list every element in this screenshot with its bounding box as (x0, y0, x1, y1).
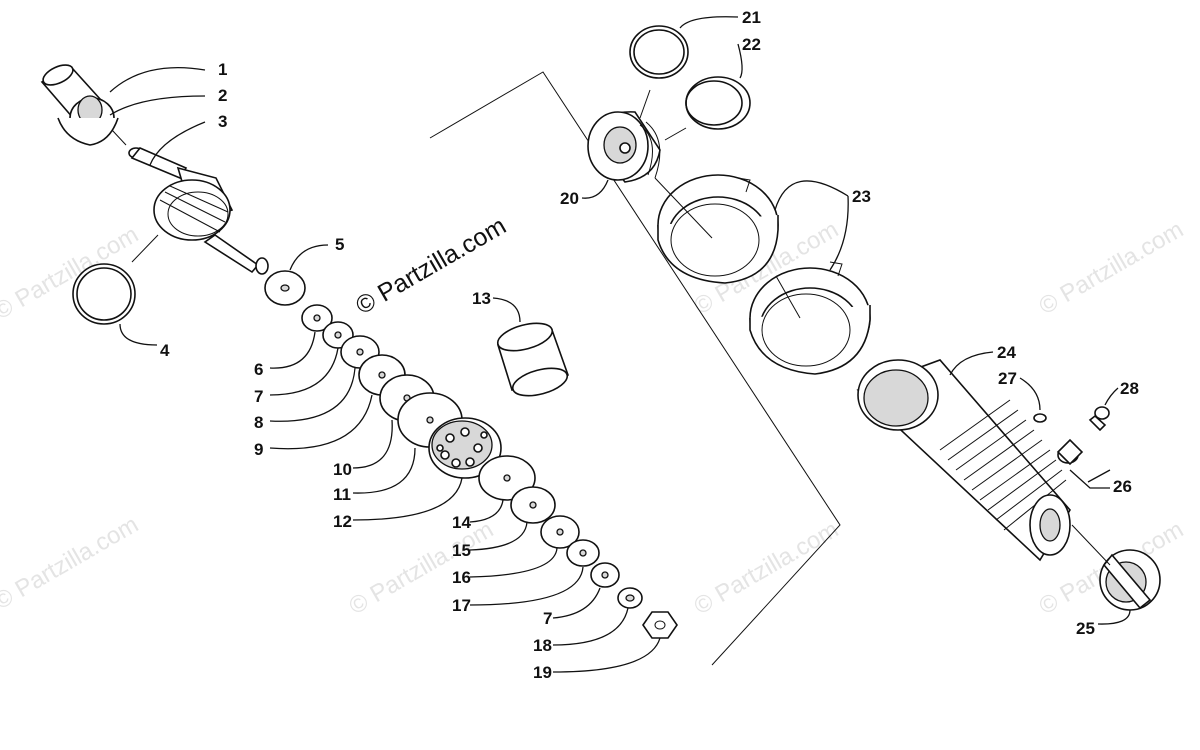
part-23-collar-upper (657, 174, 779, 284)
callout-27: 27 (998, 369, 1017, 388)
callout-5: 5 (335, 235, 344, 254)
part-28-cap (1088, 406, 1110, 432)
callout-9: 9 (254, 440, 263, 459)
watermark-faint: © Partzilla.com (0, 221, 143, 325)
callout-15: 15 (452, 541, 471, 560)
callout-14: 14 (452, 513, 471, 532)
watermark-faint: © Partzilla.com (0, 511, 143, 615)
callout-1: 1 (218, 60, 227, 79)
part-24-shock-body (856, 359, 1071, 562)
part-2-3-shaft-body (128, 147, 269, 275)
part-20-seal-head (587, 111, 661, 183)
assembly-lines (111, 89, 1111, 566)
part-22-band (685, 76, 751, 130)
part-5-washer (264, 270, 306, 306)
callout-16: 16 (452, 568, 471, 587)
part-12-piston (428, 417, 502, 479)
callout-7-lower: 7 (543, 609, 552, 628)
callout-8: 8 (254, 413, 263, 432)
callout-19: 19 (533, 663, 552, 682)
part-1-eyelet (40, 64, 119, 146)
callout-4: 4 (160, 341, 170, 360)
callout-labels: 1 2 3 4 5 6 7 8 9 10 11 12 13 14 15 16 1… (160, 8, 1139, 682)
part-25-bushing (1099, 549, 1161, 611)
part-4-o-ring (72, 263, 136, 325)
callout-24: 24 (997, 343, 1016, 362)
part-23-collar-lower (749, 261, 871, 375)
part-18-washer (617, 587, 643, 609)
callout-2: 2 (218, 86, 227, 105)
callout-10: 10 (333, 460, 352, 479)
callout-13: 13 (472, 289, 491, 308)
shim-stack-upper (301, 304, 463, 448)
callout-11: 11 (333, 485, 351, 504)
callout-18: 18 (533, 636, 552, 655)
callout-7: 7 (254, 387, 263, 406)
part-27-o-ring (1033, 413, 1047, 423)
callout-23: 23 (852, 187, 871, 206)
shim-stack-lower (478, 455, 620, 588)
callout-6: 6 (254, 360, 263, 379)
assembly-boundary (429, 71, 841, 666)
callout-20: 20 (560, 189, 579, 208)
callout-12: 12 (333, 512, 352, 531)
part-13-piston-band (496, 322, 570, 397)
watermark-faint: © Partzilla.com (690, 516, 844, 620)
leader-lines (109, 16, 1131, 673)
part-26-valve-assembly (1056, 438, 1084, 466)
part-19-nut (642, 611, 678, 639)
callout-3: 3 (218, 112, 227, 131)
callout-17: 17 (452, 596, 471, 615)
callout-26: 26 (1113, 477, 1132, 496)
callout-25: 25 (1076, 619, 1095, 638)
callout-22: 22 (742, 35, 761, 54)
callout-21: 21 (742, 8, 761, 27)
callout-28: 28 (1120, 379, 1139, 398)
part-21-o-ring (629, 25, 689, 79)
watermark-faint: © Partzilla.com (1035, 216, 1189, 320)
